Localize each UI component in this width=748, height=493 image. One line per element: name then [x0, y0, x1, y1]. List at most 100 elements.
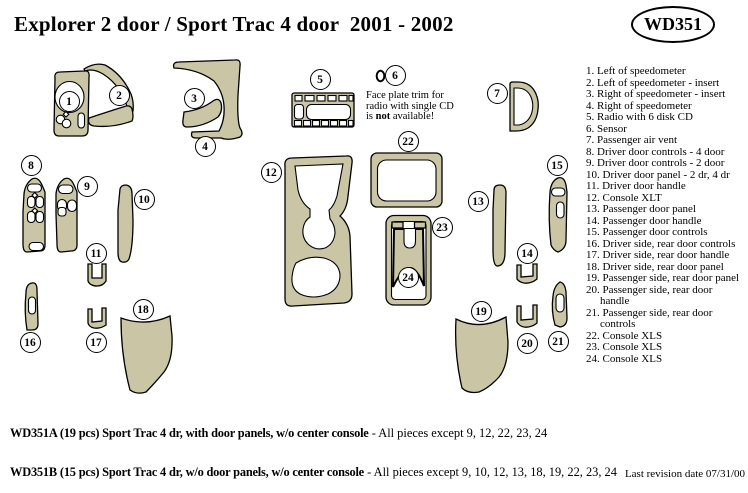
- cutout: [513, 87, 534, 126]
- callout-21: 21: [547, 330, 569, 352]
- callout-19: 19: [470, 300, 492, 322]
- piece-4-right-of-speedometer: [172, 59, 243, 140]
- callout-3: 3: [183, 87, 205, 109]
- piece-11-driver-door-handle: [87, 263, 107, 287]
- callout-11: 11: [85, 242, 107, 264]
- note-line-2: radio with single CD: [366, 100, 454, 112]
- cutout: [61, 118, 72, 129]
- note-line-3: is not available!: [366, 111, 454, 123]
- legend-list: 1. Left of speedometer 2. Left of speedo…: [586, 65, 744, 365]
- cutout: [320, 119, 330, 127]
- kit-desc: - All pieces except 9, 10, 12, 13, 18, 1…: [364, 465, 617, 480]
- cutout: [26, 195, 36, 209]
- body: [55, 177, 78, 253]
- cutout: [555, 293, 565, 313]
- kit-code: WD351A (19 pcs) Sport Trac 4 dr, with do…: [10, 425, 369, 440]
- legend-item-10: 10. Driver door panel - 2 dr, 4 dr: [586, 168, 730, 181]
- piece-3-right-of-speedometer-insert: [182, 98, 223, 128]
- cutout: [338, 94, 348, 102]
- cutout: [57, 206, 67, 217]
- legend-item-20: 20. Passenger side, rear door handle: [586, 283, 713, 307]
- legend-item-1: 1. Left of speedometer: [586, 65, 686, 77]
- piece-22-console-xls: [370, 152, 443, 208]
- callout-9: 9: [76, 175, 98, 197]
- legend-item-8: 8. Driver door controls - 4 door: [586, 145, 725, 158]
- legend-item-4: 4. Right of speedometer: [586, 99, 692, 112]
- callout-10: 10: [133, 188, 155, 210]
- callout-14: 14: [516, 242, 538, 264]
- body: [516, 304, 538, 328]
- callout-5: 5: [309, 68, 331, 90]
- revision-date: Last revision date 07/31/00: [624, 468, 745, 480]
- body: [182, 98, 223, 128]
- cup-cutout: [403, 227, 417, 249]
- callout-17: 17: [85, 331, 107, 353]
- kit-line-a: WD351A (19 pcs) Sport Trac 4 dr, with do…: [10, 425, 617, 440]
- radio-note: Face plate trim for radio with single CD…: [366, 90, 454, 123]
- legend-item-11: 11. Driver door handle: [586, 180, 686, 192]
- legend-item-24: 24. Console XLS: [586, 352, 663, 365]
- body: [454, 315, 509, 394]
- piece-8-driver-door-controls-4dr: [22, 177, 46, 253]
- cutout: [302, 119, 312, 127]
- cutout: [77, 112, 86, 129]
- legend-item-3: 3. Right of speedometer - insert: [586, 88, 726, 100]
- legend-item-14: 14. Passenger door handle: [586, 214, 702, 227]
- cutout: [66, 199, 78, 213]
- callout-23: 23: [431, 216, 453, 238]
- cutout: [26, 183, 43, 193]
- cutout: [31, 191, 39, 199]
- piece-21-passenger-rear-door-controls: [551, 281, 568, 328]
- body: [117, 184, 134, 263]
- cutout: [62, 110, 70, 118]
- cutout: [28, 241, 45, 252]
- kit-code: WD351B (15 pcs) Sport Trac 4 dr, w/o doo…: [10, 465, 364, 480]
- callout-6: 6: [384, 64, 406, 86]
- tab: [391, 221, 404, 229]
- piece-15-passenger-door-controls: [548, 177, 568, 253]
- callout-8: 8: [20, 154, 42, 176]
- body: [172, 59, 243, 140]
- kit-list: WD351A (19 pcs) Sport Trac 4 dr, with do…: [10, 400, 617, 493]
- legend-item-18: 18. Driver side, rear door panel: [586, 260, 724, 273]
- cutout: [338, 119, 348, 127]
- cutout: [316, 94, 326, 102]
- note-bold-text: not: [375, 111, 391, 122]
- piece-7-passenger-air-vent: [509, 81, 539, 132]
- legend-item-22: 22. Console XLS: [586, 329, 663, 342]
- body: [87, 263, 107, 287]
- cutout: [294, 94, 303, 102]
- part-code-badge: WD351: [631, 6, 715, 43]
- piece-19-passenger-rear-door-panel: [454, 315, 509, 394]
- piece-12-console-xlt: [284, 155, 353, 307]
- cutout: [550, 187, 566, 197]
- callout-18: 18: [132, 298, 154, 320]
- piece-14-passenger-door-handle: [516, 263, 538, 284]
- callout-13: 13: [467, 190, 489, 212]
- legend-item-9: 9. Driver door controls - 2 door: [586, 157, 725, 169]
- callout-20: 20: [516, 332, 538, 354]
- cutout: [35, 210, 45, 224]
- legend-item-7: 7. Passenger air vent: [586, 134, 678, 146]
- legend-item-12: 12. Console XLT: [586, 191, 662, 204]
- body: [120, 315, 173, 394]
- legend-item-6: 6. Sensor: [586, 122, 627, 135]
- callout-1: 1: [58, 90, 80, 112]
- piece-18-driver-rear-door-panel: [120, 315, 173, 394]
- legend-item-21: 21. Passenger side, rear door controls: [586, 306, 713, 330]
- cutout: [26, 210, 36, 224]
- legend-item-19: 19. Passenger side, rear door panel: [586, 272, 740, 284]
- cutout: [293, 119, 303, 127]
- callout-4: 4: [194, 135, 216, 157]
- piece-6-sensor: [375, 69, 386, 83]
- body: [516, 263, 538, 284]
- body: [87, 105, 134, 128]
- piece-10-driver-door-panel: [117, 184, 134, 263]
- piece-9-driver-door-controls-2dr: [55, 177, 78, 253]
- callout-22: 22: [397, 130, 419, 152]
- cutout: [27, 296, 37, 315]
- legend-item-17: 17. Driver side, rear door handle: [586, 249, 730, 261]
- note-text: available!: [390, 111, 435, 122]
